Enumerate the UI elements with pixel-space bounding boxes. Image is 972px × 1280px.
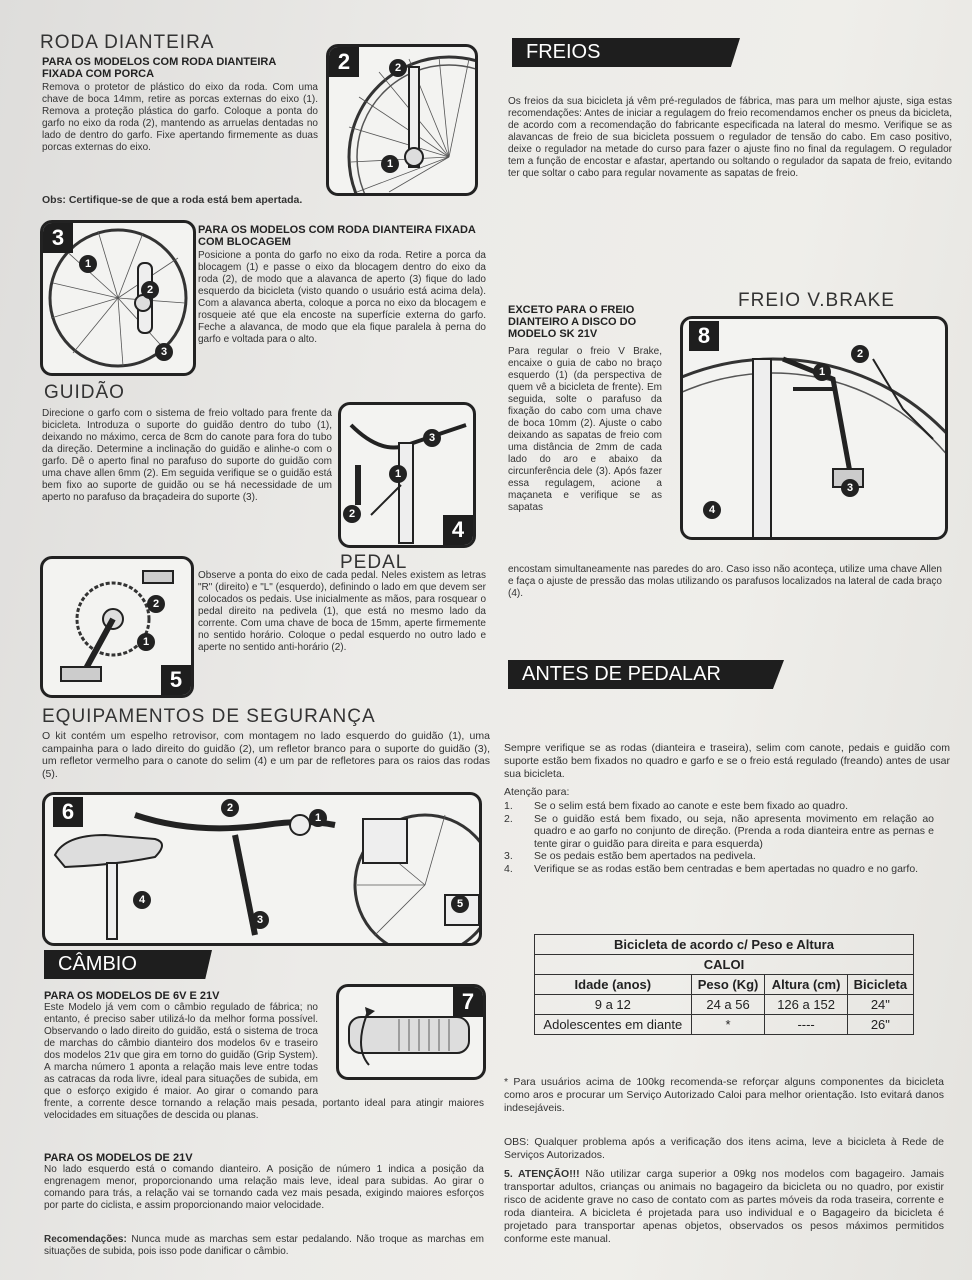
table-cell: 9 a 12 — [534, 994, 692, 1015]
table-header: Altura (cm) — [764, 974, 848, 995]
cambio-rec-text: Nunca mude as marchas sem estar pedaland… — [44, 1234, 484, 1257]
vbrake-text2: encostam simultaneamente nas paredes do … — [508, 564, 942, 599]
guidao-text: Direcione o garfo com o sistema de freio… — [42, 408, 332, 503]
table-title: Bicicleta de acordo c/ Peso e Altura — [534, 934, 914, 955]
equip-text: O kit contém um espelho retrovisor, com … — [42, 730, 490, 780]
figure-2-number: 2 — [329, 47, 359, 77]
cambio-rec-label: Recomendações: — [44, 1234, 127, 1245]
pedal-illustration — [60, 570, 174, 682]
table-cell: 24 a 56 — [690, 994, 766, 1015]
figure-2: 2 1 2 — [326, 44, 478, 196]
figure-8: 8 1 2 3 4 — [680, 316, 948, 540]
callout-1: 1 — [389, 465, 407, 483]
guidao-title: GUIDÃO — [44, 382, 125, 403]
v-brake-illustration — [683, 356, 945, 537]
list-item: 1.Se o selim está bem fixado ao canote e… — [504, 800, 849, 812]
antes-list: 1.Se o selim está bem fixado ao canote e… — [504, 800, 934, 875]
callout-3: 3 — [251, 911, 269, 929]
freios-title: FREIOS — [512, 38, 740, 67]
cambio-text1-wrap: Este Modelo já vem com o câmbio regulado… — [44, 1002, 484, 1122]
table-header: Peso (Kg) — [690, 974, 766, 995]
antes-intro: Sempre verifique se as rodas (dianteira … — [504, 742, 950, 780]
note-atencao5-label: 5. ATENÇÃO!!! — [504, 1168, 580, 1180]
callout-1: 1 — [813, 363, 831, 381]
note-atencao5-text: Não utilizar carga superior a 09kg nos m… — [504, 1168, 944, 1245]
callout-4: 4 — [133, 891, 151, 909]
figure-6: 6 2 1 4 3 5 — [42, 792, 482, 946]
antes-title: ANTES DE PEDALAR — [508, 660, 784, 689]
figure-6-number: 6 — [53, 797, 83, 827]
table-header: Bicicleta — [846, 974, 915, 995]
figure-8-number: 8 — [689, 321, 719, 351]
figure-3: 3 1 2 3 — [40, 220, 196, 376]
figure-4: 4 3 1 2 — [338, 402, 476, 548]
callout-3: 3 — [423, 429, 441, 447]
table-header-row: Idade (anos) Peso (Kg) Altura (cm) Bicic… — [534, 974, 915, 995]
callout-3: 3 — [155, 343, 173, 361]
list-item: 4.Verifique se as rodas estão bem centra… — [504, 862, 919, 875]
figure-5: 5 2 1 — [40, 556, 194, 698]
callout-1: 1 — [309, 809, 327, 827]
table-cell: Adolescentes em diante — [534, 1014, 692, 1035]
roda-sub1: PARA OS MODELOS COM RODA DIANTEIRA FIXAD… — [42, 56, 276, 80]
callout-2: 2 — [343, 505, 361, 523]
roda-text2: Posicione a ponta do garfo no eixo da ro… — [198, 250, 486, 345]
callout-2: 2 — [389, 59, 407, 77]
callout-2: 2 — [141, 281, 159, 299]
table-cell: ---- — [764, 1014, 848, 1035]
cambio-sub1: PARA OS MODELOS DE 6V E 21V — [44, 990, 220, 1002]
table-header: Idade (anos) — [534, 974, 692, 995]
note-obs: OBS: Qualquer problema após a verificaçã… — [504, 1136, 944, 1161]
roda-text1: Remova o protetor de plástico do eixo da… — [42, 82, 318, 153]
callout-4: 4 — [703, 501, 721, 519]
table-row: 9 a 12 24 a 56 126 a 152 24" — [534, 994, 915, 1015]
roda-title: RODA DIANTEIRA — [40, 32, 215, 53]
table-brand: CALOI — [534, 954, 914, 975]
freios-text: Os freios da sua bicicleta já vêm pré-re… — [508, 96, 952, 179]
antes-atencao: Atenção para: — [504, 786, 570, 798]
table-cell: 26" — [846, 1014, 915, 1035]
cambio-sub2: PARA OS MODELOS DE 21V — [44, 1152, 193, 1164]
note-star: * Para usuários acima de 100kg recomenda… — [504, 1076, 944, 1114]
table-cell: 24" — [846, 994, 915, 1015]
roda-sub2: PARA OS MODELOS COM RODA DIANTEIRA FIXAD… — [198, 224, 476, 248]
callout-3: 3 — [841, 479, 859, 497]
roda-obs: Obs: Certifique-se de que a roda está be… — [42, 194, 303, 206]
wheel-hub-illustration — [347, 55, 475, 193]
figure-5-number: 5 — [161, 665, 191, 695]
callout-5: 5 — [451, 895, 469, 913]
grip-shifter-illustration — [348, 1007, 470, 1066]
table-row: Adolescentes em diante * ---- 26" — [534, 1014, 915, 1035]
figure-7-number: 7 — [453, 987, 483, 1017]
note-atencao5: 5. ATENÇÃO!!! Não utilizar carga superio… — [504, 1168, 944, 1246]
callout-2: 2 — [221, 799, 239, 817]
cambio-text1: Este Modelo já vem com o câmbio regulado… — [44, 1002, 484, 1121]
pedal-title: PEDAL — [340, 552, 408, 573]
vbrake-title: FREIO V.BRAKE — [738, 290, 895, 311]
list-item: 2.Se o guidão está bem fixado, ou seja, … — [504, 812, 934, 850]
vbrake-text1: Para regular o freio V Brake, encaixe o … — [508, 346, 662, 513]
table-cell: 126 a 152 — [764, 994, 848, 1015]
equip-title: EQUIPAMENTOS DE SEGURANÇA — [42, 706, 376, 727]
size-table: Bicicleta de acordo c/ Peso e Altura CAL… — [534, 934, 915, 1035]
vbrake-sub: EXCETO PARA O FREIO DIANTEIRO A DISCO DO… — [508, 304, 637, 340]
cambio-rec: Recomendações: Nunca mude as marchas sem… — [44, 1234, 484, 1258]
cambio-title: CÂMBIO — [44, 950, 212, 979]
pedal-text: Observe a ponta do eixo de cada pedal. N… — [198, 570, 486, 653]
table-cell: * — [690, 1014, 766, 1035]
figure-3-number: 3 — [43, 223, 73, 253]
callout-1: 1 — [137, 633, 155, 651]
callout-1: 1 — [79, 255, 97, 273]
figure-7: 7 — [336, 984, 486, 1080]
callout-1: 1 — [381, 155, 399, 173]
callout-2: 2 — [851, 345, 869, 363]
callout-2: 2 — [147, 595, 165, 613]
cambio-text2: No lado esquerdo está o comando dianteir… — [44, 1164, 484, 1211]
figure-4-number: 4 — [443, 515, 473, 545]
list-item: 3.Se os pedais estão bem apertados na pe… — [504, 850, 756, 862]
